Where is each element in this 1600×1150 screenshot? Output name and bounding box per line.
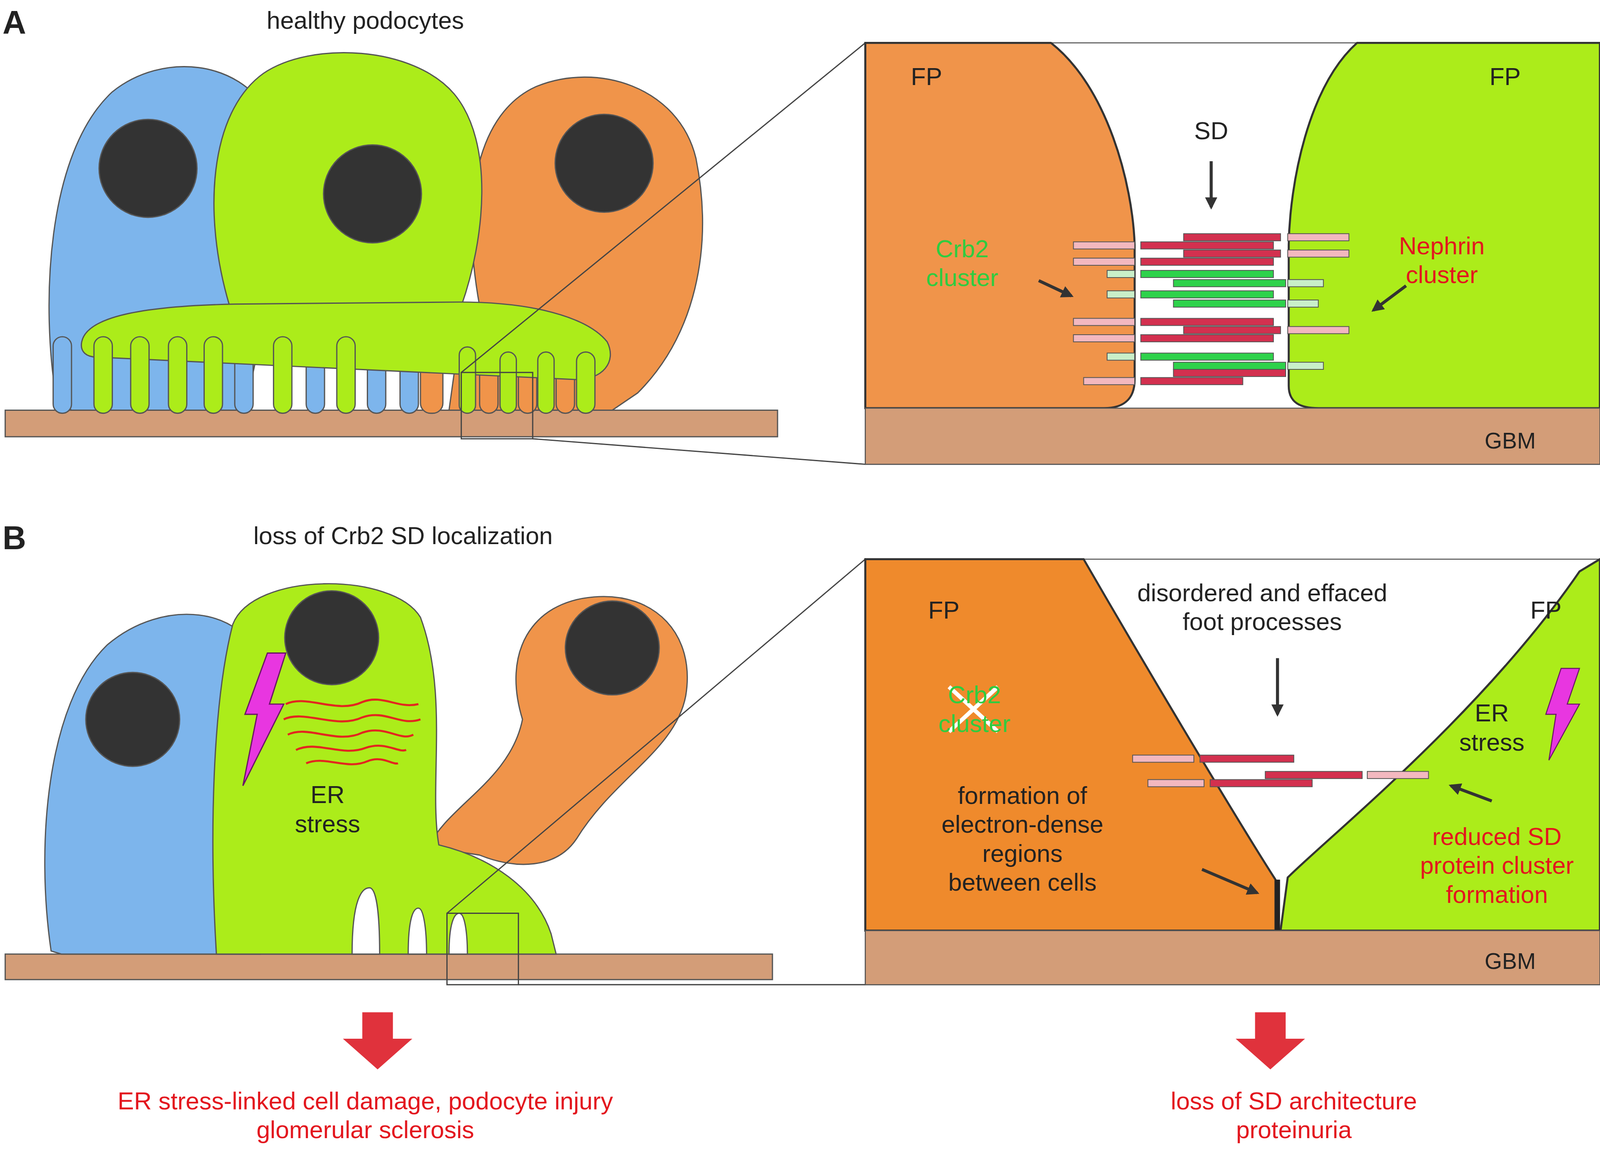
cell-label: FP [928,595,960,625]
panel-b-zoom [865,559,1600,985]
outcome-label: ER stress-linked cell damage, podocyte i… [59,1086,672,1145]
structure-label: SD [1194,116,1229,146]
panel-title: healthy podocytes [266,5,465,35]
gbm-bar [5,410,778,438]
protein-label: Nephrin cluster [1382,231,1501,290]
cell-label: FP [1530,595,1562,625]
zoom-lines [447,559,866,985]
panel-a-cells [5,52,778,440]
panel-letter: A [2,3,27,42]
outcome-label: loss of SD architecture proteinuria [1140,1086,1448,1145]
gbm-label: GBM [1484,948,1536,975]
panel-title: loss of Crb2 SD localization [253,521,553,550]
annotation: reduced SD protein cluster formation [1397,821,1597,909]
annotation: formation of electron-dense regions betw… [935,780,1110,897]
zoom-lines [461,42,866,465]
panel-b-cells [5,583,773,985]
cell-label: FP [1489,62,1521,91]
panel-letter: B [2,518,27,558]
stress-label: ER stress [286,780,369,839]
gbm-label: GBM [1484,427,1536,455]
panel-a-zoom [865,42,1600,465]
cell-label: FP [910,62,943,91]
annotation: disordered and effaced foot processes [1131,578,1394,637]
protein-label: Crb2 cluster [926,680,1023,739]
result-arrow [343,1011,1306,1070]
protein-label: Crb2 cluster [913,234,1011,293]
stress-label: ER stress [1451,698,1533,757]
